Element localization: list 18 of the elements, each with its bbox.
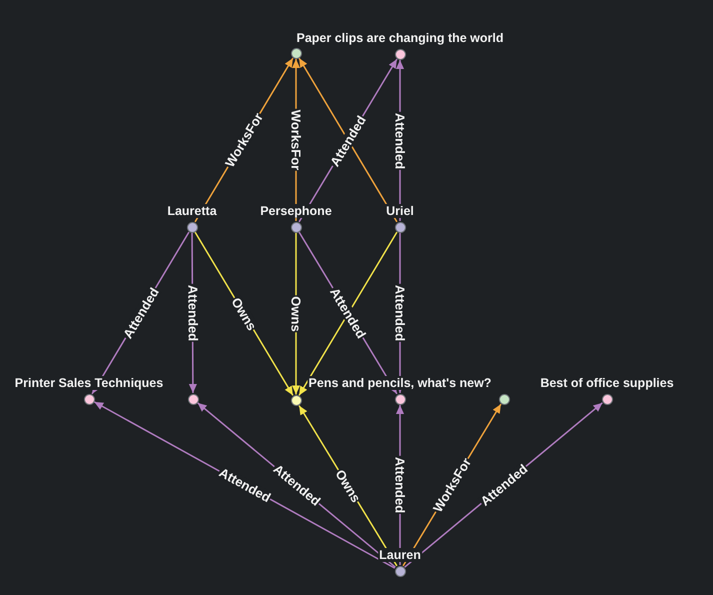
- node-label: Paper clips are changing the world: [296, 30, 504, 44]
- edge-label: Owns: [290, 295, 302, 332]
- edge-label: Attended: [394, 111, 406, 170]
- node-label: Persephone: [259, 204, 333, 218]
- edge-label: Attended: [394, 284, 406, 342]
- graph-node: [188, 394, 198, 404]
- node-label: Pens and pencils, what's new?: [308, 376, 492, 390]
- node-label: Lauretta: [166, 204, 218, 218]
- node-label: Lauren: [378, 548, 422, 562]
- graph-node: [290, 395, 302, 406]
- node-label: Best of office supplies: [539, 376, 675, 390]
- edge-label: Attended: [186, 284, 200, 342]
- node-label: Uriel: [385, 204, 415, 218]
- graph-node: [498, 394, 510, 404]
- edge-label: WorksFor: [290, 108, 302, 172]
- node-label: Printer Sales Techniques: [14, 376, 164, 390]
- graph-node: [290, 48, 302, 58]
- edge-label: Attended: [394, 456, 406, 514]
